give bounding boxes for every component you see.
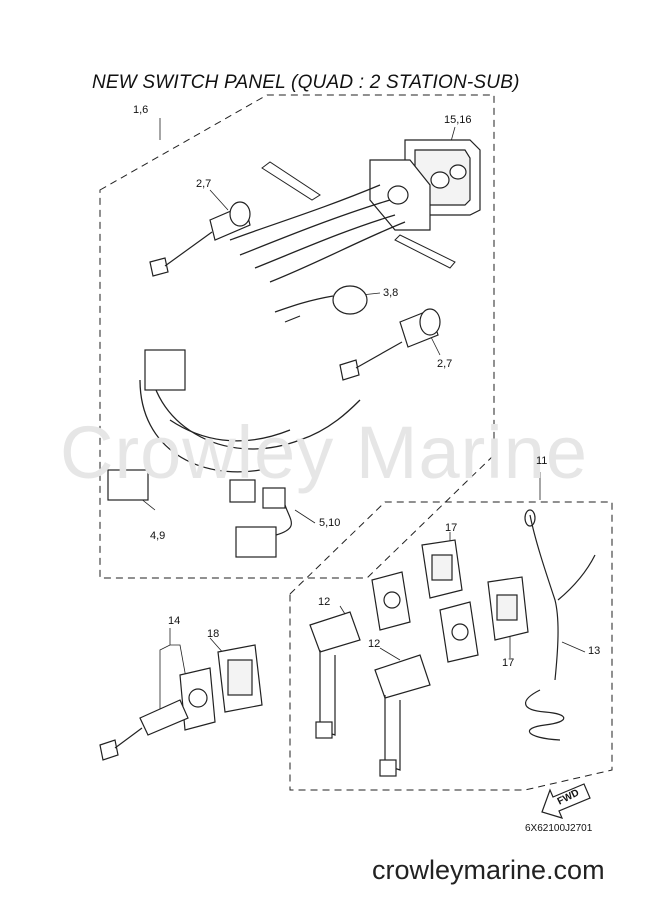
diagram-code: 6X62100J2701	[525, 823, 593, 834]
callout-18: 18	[207, 628, 220, 640]
lower-group-frame	[289, 501, 613, 791]
callout-15-16: 15,16	[444, 114, 472, 126]
lower-switch-panels	[371, 539, 529, 663]
buzzer	[274, 285, 368, 323]
callout-17-top: 17	[445, 522, 458, 534]
lanyard	[524, 509, 596, 741]
watermark: Crowley Marine	[60, 411, 589, 494]
single-switch-assembly	[99, 644, 263, 761]
key-switch-top	[149, 201, 251, 277]
upper-group-frame	[99, 94, 495, 579]
callout-4-9: 4,9	[150, 530, 166, 542]
switch-panel-assembly	[369, 139, 481, 231]
key-switch-right	[339, 308, 441, 381]
callout-2-7-right: 2,7	[437, 358, 453, 370]
stop-switches	[309, 611, 431, 777]
connector-blocks	[107, 349, 292, 558]
callout-12-mid: 12	[368, 638, 381, 650]
callout-14: 14	[168, 615, 181, 627]
fwd-arrow	[541, 783, 591, 819]
callout-5-10: 5,10	[319, 517, 341, 529]
callout-3-8: 3,8	[383, 287, 399, 299]
cable-ties	[261, 161, 456, 269]
callout-12-left: 12	[318, 596, 331, 608]
callout-17-bottom: 17	[502, 657, 515, 669]
site-footer: crowleymarine.com	[372, 855, 605, 885]
callout-2-7-top: 2,7	[196, 178, 212, 190]
main-wire-harness	[139, 184, 406, 473]
diagram-title: NEW SWITCH PANEL (QUAD : 2 STATION-SUB)	[92, 72, 520, 93]
callout-1-6: 1,6	[133, 104, 149, 116]
callout-13: 13	[588, 645, 601, 657]
callout-11: 11	[536, 455, 548, 467]
